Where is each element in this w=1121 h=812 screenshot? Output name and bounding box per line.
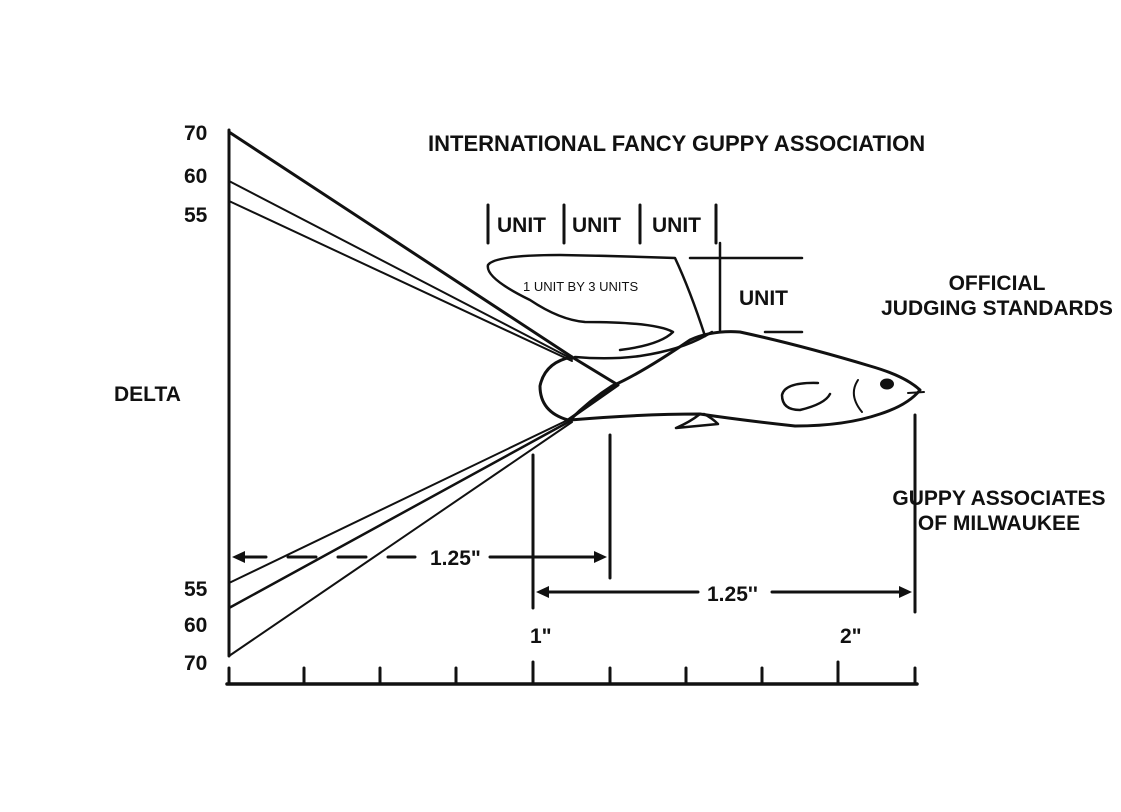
- tail-type-label: DELTA: [114, 383, 181, 406]
- subtitle-line-2: JUDGING STANDARDS: [881, 297, 1113, 320]
- unit-label-1: UNIT: [497, 214, 546, 237]
- caudal-base: [538, 355, 620, 422]
- measure-markers: [531, 413, 917, 614]
- dorsal-fin: [486, 253, 707, 352]
- unit-bar-group: [486, 203, 718, 245]
- back-line: [573, 334, 707, 360]
- fish-mouth: [907, 391, 925, 394]
- ruler-label-2-inch: 2": [840, 625, 862, 648]
- unit-height-bracket: [688, 241, 804, 334]
- ruler-label-1-inch: 1": [530, 625, 552, 648]
- body-length-label: 1.25'': [707, 583, 758, 606]
- fish-body: [568, 330, 922, 428]
- angle-label-top-60: 60: [184, 165, 207, 188]
- tail-length-label: 1.25": [430, 547, 481, 570]
- angle-label-bottom-60: 60: [184, 614, 207, 637]
- ruler: [225, 660, 919, 686]
- gill-line: [780, 381, 832, 412]
- unit-right-label: UNIT: [739, 287, 788, 310]
- unit-label-3: UNIT: [652, 214, 701, 237]
- dorsal-fin-label: 1 UNIT BY 3 UNITS: [523, 279, 638, 294]
- tail-rays-top: [227, 130, 574, 362]
- club-line-1: GUPPY ASSOCIATES: [892, 487, 1105, 510]
- unit-label-2: UNIT: [572, 214, 621, 237]
- operculum-line: [852, 379, 863, 413]
- subtitle-line-1: OFFICIAL: [949, 272, 1046, 295]
- fish-eye-icon: [880, 378, 894, 390]
- title: INTERNATIONAL FANCY GUPPY ASSOCIATION: [428, 131, 925, 156]
- angle-label-top-55: 55: [184, 204, 208, 227]
- angle-label-bottom-70: 70: [184, 652, 207, 675]
- tail-rays-bottom: [227, 417, 574, 657]
- gonopodium: [674, 412, 720, 430]
- angle-label-bottom-55: 55: [184, 578, 208, 601]
- club-line-2: OF MILWAUKEE: [918, 512, 1080, 535]
- tail-length-dimension: [232, 551, 607, 563]
- angle-label-top-70: 70: [184, 122, 207, 145]
- body-length-dimension: [536, 586, 912, 598]
